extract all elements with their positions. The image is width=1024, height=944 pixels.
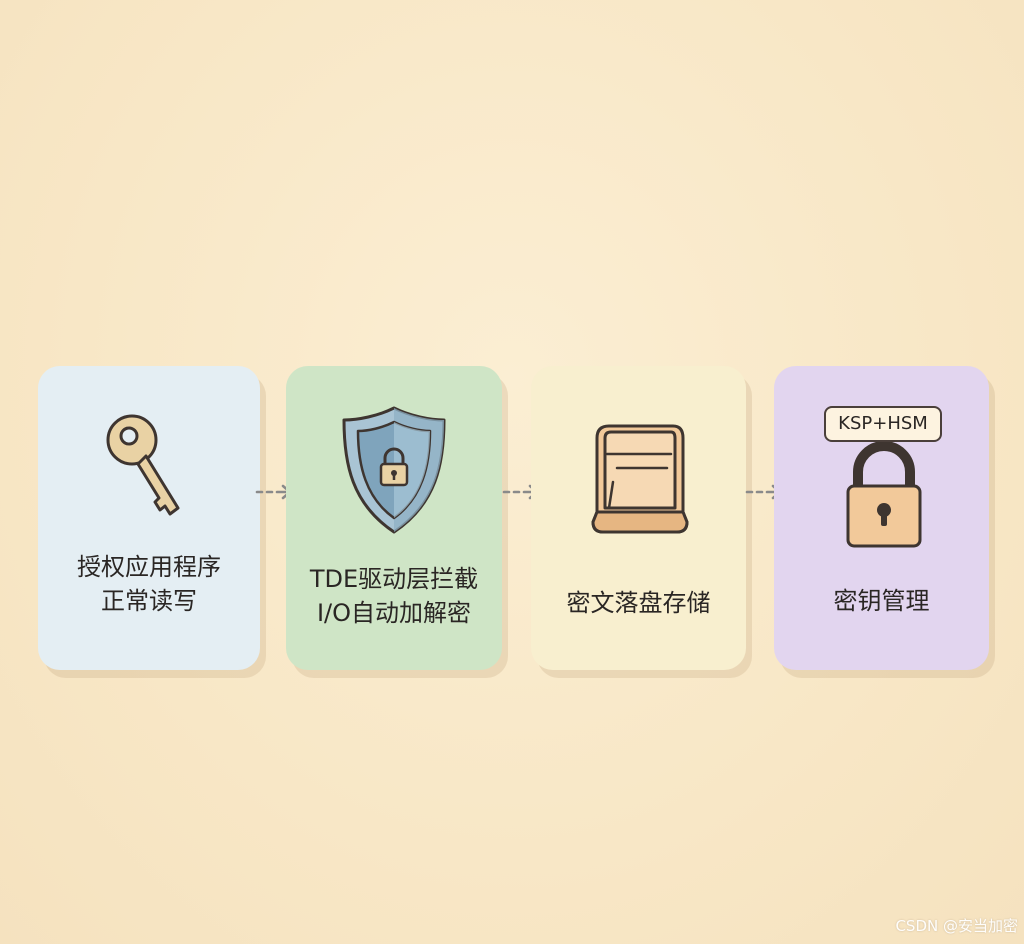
step-label: 授权应用程序 正常读写 — [77, 553, 221, 615]
step-card-tde-driver: TDE驱动层拦截 I/O自动加解密 — [286, 366, 502, 670]
step-card-authorized-app: 授权应用程序 正常读写 — [38, 366, 260, 670]
disk-storage-icon — [591, 424, 689, 534]
step-card-ciphertext-storage: 密文落盘存储 — [531, 366, 746, 670]
key-icon — [106, 414, 180, 516]
padlock-icon — [846, 442, 922, 548]
ksp-hsm-badge: KSP+HSM — [824, 406, 942, 442]
watermark: CSDN @安当加密 — [895, 917, 1018, 935]
step-label: 密钥管理 — [833, 587, 930, 615]
step-label: 密文落盘存储 — [566, 589, 711, 617]
step-card-key-management: KSP+HSM 密钥管理 — [774, 366, 989, 670]
shield-lock-icon — [342, 406, 446, 534]
step-label: TDE驱动层拦截 I/O自动加解密 — [309, 565, 479, 627]
